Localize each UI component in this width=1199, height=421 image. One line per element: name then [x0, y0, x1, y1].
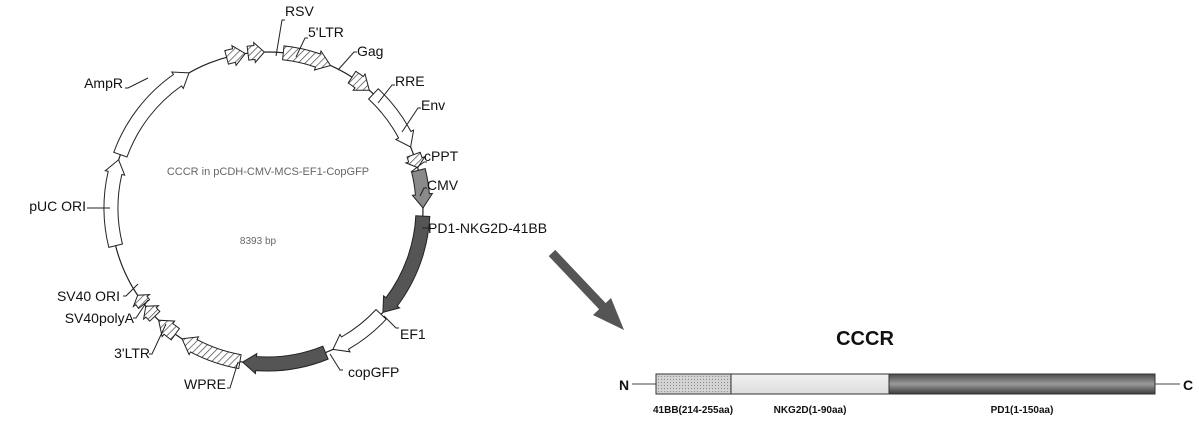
feature-sv40polya [142, 305, 161, 322]
leader-cppt [410, 161, 427, 173]
label-rsv: RSV [285, 3, 314, 19]
plasmid-size: 8393 bp [240, 236, 277, 247]
label-pd1: PD1-NKG2D-41BB [428, 220, 547, 236]
segment-nkg2d [730, 373, 890, 395]
leader-sv40ori [123, 283, 139, 297]
feature-puc [103, 158, 126, 249]
label-wpre: WPRE [184, 376, 226, 392]
label-env: Env [421, 97, 445, 113]
label-copgfp: copGFP [348, 364, 399, 380]
label-sv40polya: SV40polyA [65, 310, 135, 326]
feature-leader-lines [87, 19, 431, 389]
label-sv40ori: SV40 ORI [57, 288, 120, 304]
leader-sv40polya [133, 299, 149, 319]
segment-label-pd1: PD1(1-150aa) [991, 405, 1054, 416]
segment-41bb [655, 373, 732, 395]
feature-rre [347, 70, 370, 91]
feature-cppt [404, 151, 427, 169]
segment-label-41bb: 41BB(214-255aa) [653, 405, 733, 416]
c-terminal-label: C [1183, 377, 1193, 393]
leader-env [401, 107, 421, 133]
plasmid-features [103, 41, 434, 375]
connector-arrow [548, 249, 624, 330]
leader-ampr [125, 77, 149, 89]
feature-copgfp [241, 345, 329, 375]
leader-rre [377, 84, 395, 104]
n-terminal-label: N [619, 377, 629, 393]
label-ltr5: 5'LTR [308, 24, 344, 40]
construct-title: CCCR [836, 328, 894, 350]
label-gag: Gag [357, 43, 383, 59]
label-puc: pUC ORI [29, 198, 86, 214]
segment-label-nkg2d: NKG2D(1-90aa) [774, 405, 847, 416]
construct-diagram: CCCR N C 41BB(214-255aa) NKG2D(1-90aa) P… [619, 328, 1193, 416]
plasmid-name: CCCR in pCDH-CMV-MCS-EF1-CopGFP [167, 166, 369, 178]
label-cppt: cPPT [424, 148, 459, 164]
feature-ef1 [332, 308, 387, 353]
feature-pd1 [382, 215, 431, 314]
label-ltr3: 3'LTR [114, 345, 150, 361]
leader-rsv [275, 19, 285, 57]
feature-ltr3 [157, 319, 181, 341]
label-rre: RRE [395, 73, 425, 89]
feature-cmv [410, 167, 434, 209]
label-ef1: EF1 [400, 326, 426, 342]
leader-gag [337, 51, 357, 71]
feature-sv40ori [132, 294, 152, 310]
leader-ltr3 [149, 323, 167, 355]
feature-gag [282, 45, 332, 71]
segment-pd1 [888, 373, 1156, 395]
leader-cmv [419, 187, 427, 197]
feature-wpre [181, 336, 242, 370]
feature-env [367, 88, 415, 148]
leader-copgfp [329, 353, 343, 371]
leader-ltr5 [295, 37, 308, 58]
leader-wpre [227, 361, 239, 389]
label-cmv: CMV [427, 177, 459, 193]
feature-ltr5 [246, 41, 265, 64]
feature-rsv [224, 44, 247, 67]
label-ampr: AmpR [84, 75, 123, 91]
feature-ampr [113, 71, 190, 158]
leader-ef1 [383, 315, 399, 329]
